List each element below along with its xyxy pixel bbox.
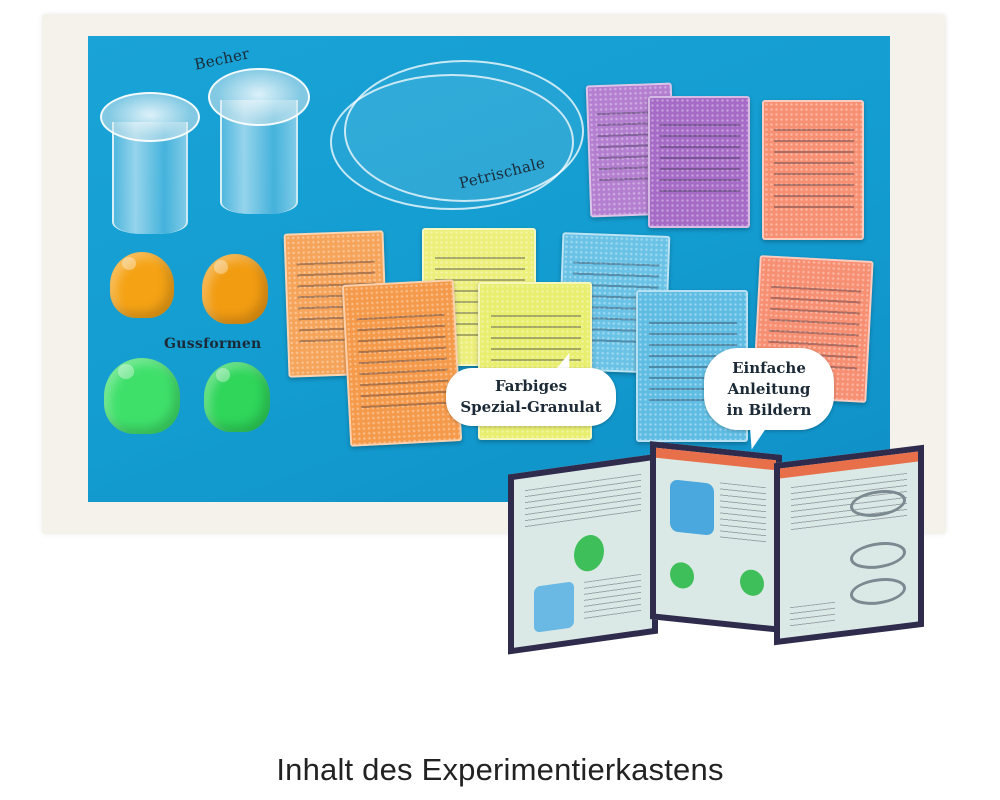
cup-left (100, 92, 200, 242)
bubble-instructions-line-3: in Bildern (726, 400, 812, 419)
instruction-booklet (508, 432, 926, 655)
label-molds: Gussformen (164, 336, 262, 352)
booklet-panel-3 (774, 444, 924, 646)
bubble-instructions-line-2: Anleitung (727, 379, 811, 398)
mold-orange-1 (110, 252, 174, 318)
bubble-granulate-line-2: Spezial-Granulat (460, 398, 602, 416)
bag-salmon-1 (762, 100, 864, 240)
petri-dish-front (344, 60, 584, 202)
bubble-granulate-line-1: Farbiges (494, 377, 568, 395)
bag-orange-2 (341, 279, 463, 447)
caption: Inhalt des Experimentierkastens (276, 752, 724, 787)
bubble-granulate: Farbiges Spezial-Granulat (446, 368, 616, 426)
mold-green-2 (204, 362, 270, 432)
mold-orange-2 (202, 254, 268, 324)
booklet-panel-2 (650, 441, 782, 633)
cup-right (208, 68, 310, 218)
bubble-instructions: Einfache Anleitung in Bildern (704, 348, 834, 430)
mold-green-1 (104, 358, 180, 434)
bag-purple-2 (648, 96, 750, 228)
bubble-instructions-line-1: Einfache (732, 358, 806, 377)
booklet-panel-1 (508, 453, 658, 655)
